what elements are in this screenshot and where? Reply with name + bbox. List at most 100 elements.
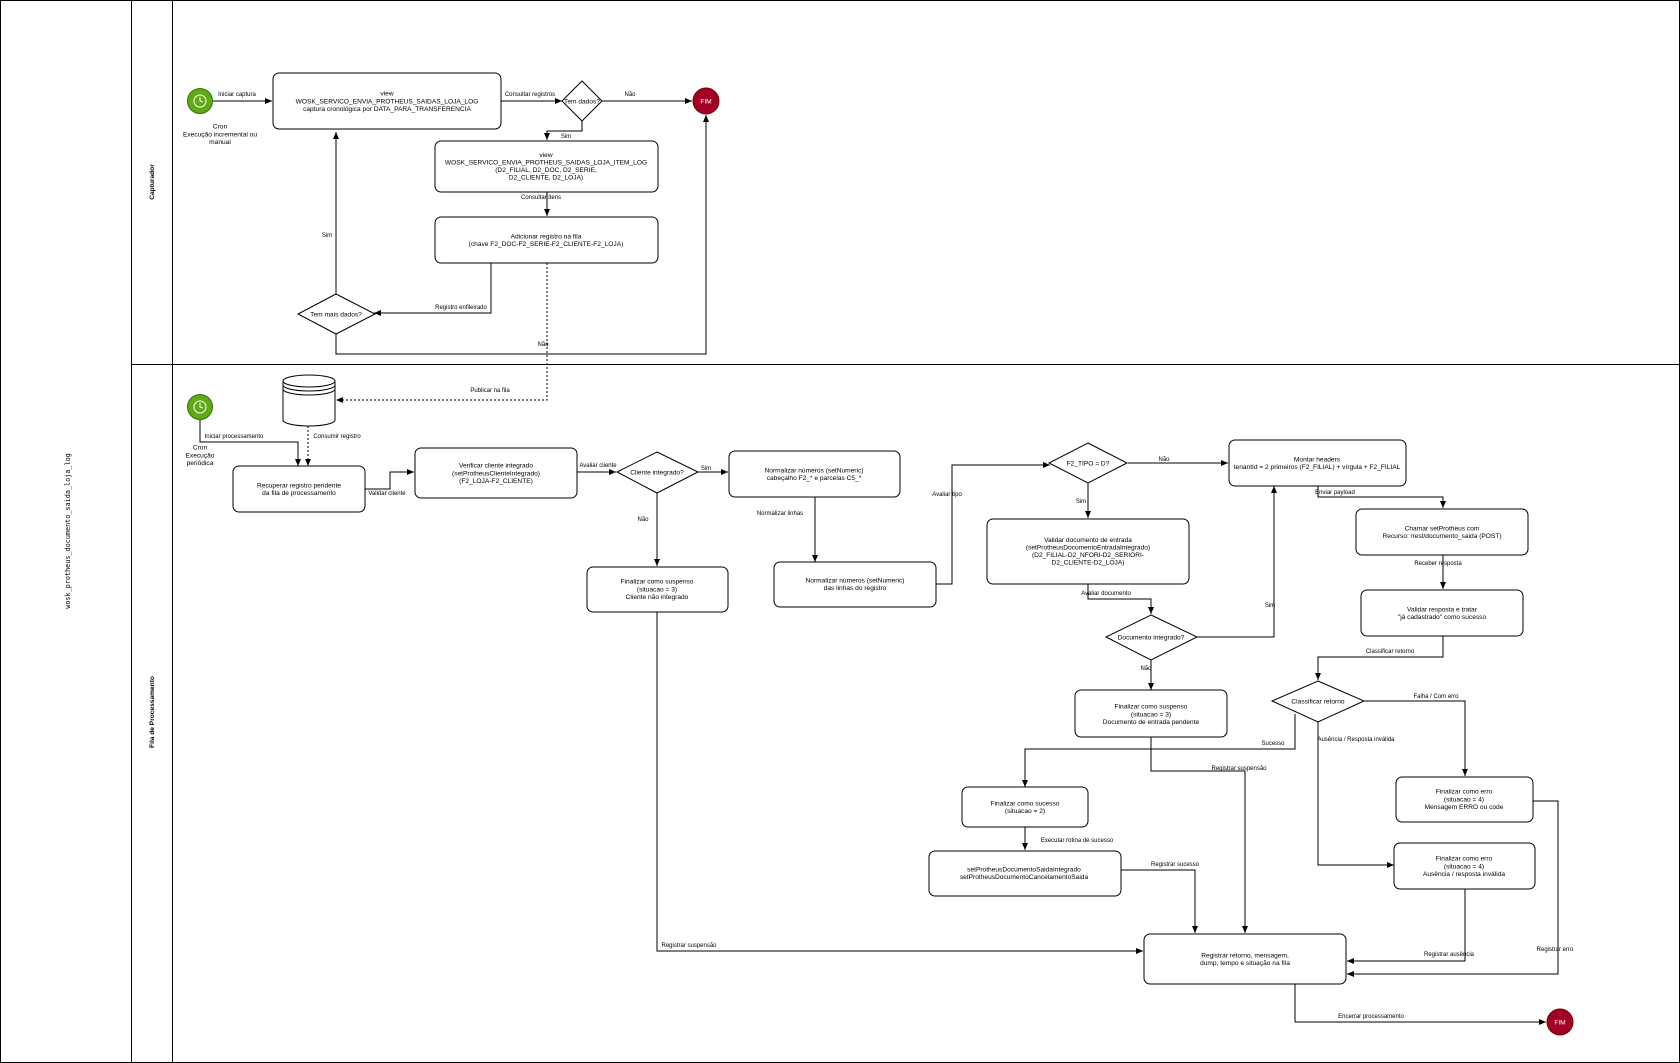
norm-numeros-box[interactable] bbox=[728, 450, 901, 498]
edge-label-sucesso: Sucesso bbox=[1261, 741, 1285, 747]
label-line: (situacao = 4) bbox=[1444, 863, 1484, 870]
label-line: das linhas do registro bbox=[824, 585, 887, 592]
erro2-box[interactable] bbox=[1393, 842, 1536, 890]
edge-labels: Iniciar captura Consultar registros Não … bbox=[205, 92, 1574, 1020]
queue-end-event[interactable]: FIM bbox=[1546, 1008, 1574, 1036]
decision-cliente-integrado[interactable] bbox=[615, 451, 700, 494]
registrar-box[interactable] bbox=[1143, 933, 1347, 985]
edge-label-ausencia: Ausência / Resposta inválida bbox=[1317, 737, 1395, 743]
decision-documento-integrado[interactable] bbox=[1104, 614, 1199, 661]
label-line: (chave F2_DOC-F2_SERIE-F2_CLIENTE-F2_LOJ… bbox=[469, 241, 624, 248]
label-line: Validar resposta e tratar bbox=[1407, 607, 1478, 614]
sucesso-box[interactable] bbox=[961, 786, 1089, 828]
edge-label-consultar-itens: Consultar itens bbox=[521, 195, 561, 201]
decision-tem-mais-dados[interactable] bbox=[296, 293, 377, 335]
chamar-box[interactable] bbox=[1355, 508, 1529, 556]
database-icon bbox=[282, 374, 336, 427]
label-line: Chamar setProtheus com bbox=[1405, 526, 1480, 533]
label-line: D2_CLIENTE-D2_LOJA) bbox=[1052, 560, 1125, 567]
edge-label-normalizar-linhas: Normalizar linhas bbox=[757, 511, 803, 517]
decision-cliente-integrado-text: Cliente integrado? bbox=[630, 469, 684, 476]
edge-label-sim-2: Sim bbox=[322, 233, 332, 239]
validar-resp-text: Validar resposta e tratar"já cadastrado"… bbox=[1398, 607, 1487, 622]
label-line: Validar documento de entrada bbox=[1044, 537, 1132, 544]
label-line: (situacao = 3) bbox=[1131, 711, 1171, 718]
edge-label-sim-4: Sim bbox=[1076, 499, 1086, 505]
label-line: WOSK_SERVICO_ENVIA_PROTHEUS_SAIDAS_LOJA_… bbox=[445, 160, 647, 167]
validar-doc-text: Validar documento de entrada(setProtheus… bbox=[1026, 537, 1150, 567]
decision-tem-mais-dados-text: Tem mais dados? bbox=[310, 311, 362, 318]
pool-title: wosk_protheus_documento_saida_loja_log bbox=[64, 453, 72, 609]
label-line: Normalizar números (setNumeric) bbox=[806, 578, 905, 585]
edge-label-sim-1: Sim bbox=[561, 134, 571, 140]
edge-label-nao-2: Não bbox=[537, 342, 549, 348]
label-line: Verificar cliente integrado bbox=[459, 463, 533, 470]
edge-label-enviar-payload: Enviar payload bbox=[1315, 490, 1355, 496]
decision-classificar-retorno[interactable] bbox=[1270, 680, 1366, 723]
label-line: Normalizar números (setNumeric) bbox=[765, 468, 864, 475]
recuperar-box[interactable] bbox=[232, 465, 366, 513]
capture-add-text: Adicionar registro na fila(chave F2_DOC-… bbox=[469, 234, 624, 249]
label-line: (D2_FILIAL, D2_DOC, D2_SERIE, bbox=[495, 167, 597, 174]
edge-label-registrar-ausencia: Registrar ausência bbox=[1424, 952, 1475, 958]
label-line: periódica bbox=[187, 460, 214, 467]
decision-tem-dados[interactable] bbox=[561, 80, 603, 122]
edge-label-registrar-suspensao-1: Registrar suspensão bbox=[1211, 766, 1267, 772]
capture-start-event[interactable] bbox=[187, 88, 213, 114]
label-line: Finalizar como suspenso bbox=[621, 579, 694, 586]
capture-view-item-box[interactable] bbox=[434, 140, 659, 193]
label-line: Documento integrado? bbox=[1118, 634, 1185, 641]
label-line: Documento de entrada pendente bbox=[1103, 719, 1200, 726]
decision-documento-integrado-text: Documento integrado? bbox=[1118, 634, 1185, 641]
label-line: Cliente não integrado bbox=[626, 594, 689, 601]
validar-doc-box[interactable] bbox=[986, 518, 1190, 585]
capture-add-box[interactable] bbox=[434, 216, 659, 264]
label-line: Registrar retorno, mensagem, bbox=[1201, 953, 1289, 960]
rotina-box[interactable] bbox=[928, 850, 1122, 897]
susp-doc-box[interactable] bbox=[1074, 689, 1228, 738]
edge-label-nao-5: Não bbox=[1140, 666, 1152, 672]
label-line: setProtheusDocumentoSaidaIntegrado bbox=[967, 867, 1081, 874]
label-line: view bbox=[380, 91, 393, 98]
label-line: Recuperar registro pendente bbox=[257, 483, 341, 490]
edge-label-nao-4: Não bbox=[1158, 457, 1170, 463]
capture-view-box[interactable] bbox=[272, 72, 502, 130]
label-line: Cron bbox=[193, 445, 208, 452]
label-line: Ausência / resposta inválida bbox=[1423, 871, 1505, 878]
label-line: manual bbox=[209, 139, 231, 146]
edge-label-consultar-registros: Consultar registros bbox=[505, 92, 555, 98]
verificar-box[interactable] bbox=[414, 447, 578, 499]
label-line: (setProtheusDocumentoEntradaIntegrado) bbox=[1026, 545, 1150, 552]
edge-label-receber-resposta: Receber resposta bbox=[1414, 561, 1462, 567]
edge-label-nao-1: Não bbox=[624, 92, 636, 98]
capture-end-event[interactable]: FIM bbox=[692, 87, 720, 115]
label-line: "já cadastrado" como sucesso bbox=[1398, 614, 1487, 621]
label-line: dump, tempo e situação na fila bbox=[1200, 960, 1290, 967]
lane-title-fila: Fila de Processamento bbox=[149, 676, 156, 748]
susp-cliente-box[interactable] bbox=[586, 566, 729, 613]
label-line: (situacao = 3) bbox=[637, 586, 677, 593]
edge-label-registrar-erro: Registrar erro bbox=[1537, 947, 1574, 953]
label-line: setProtheusDocumentoCancelamentoSaida bbox=[960, 874, 1089, 881]
queue-start-event[interactable] bbox=[187, 394, 213, 420]
decision-tem-dados-text: Tem dados? bbox=[564, 98, 600, 105]
erro1-box[interactable] bbox=[1395, 776, 1534, 823]
edge-label-sim-3: Sim bbox=[701, 466, 711, 472]
capture-end-label: FIM bbox=[700, 99, 711, 106]
label-line: Adicionar registro na fila bbox=[511, 234, 582, 241]
norm-linhas-box[interactable] bbox=[773, 561, 937, 608]
label-line: Tem dados? bbox=[564, 98, 600, 105]
headers-box[interactable] bbox=[1228, 439, 1407, 487]
label-line: Mensagem ERRO ou code bbox=[1425, 804, 1504, 811]
validar-resp-box[interactable] bbox=[1360, 589, 1524, 637]
edge-label-classificar-retorno: Classificar retorno bbox=[1366, 649, 1415, 655]
label-line: (D2_FILIAL-D2_NFORI-D2_SERIORI- bbox=[1032, 552, 1144, 559]
decision-f2-tipo[interactable] bbox=[1047, 442, 1129, 484]
label-line: Cliente integrado? bbox=[630, 469, 684, 476]
